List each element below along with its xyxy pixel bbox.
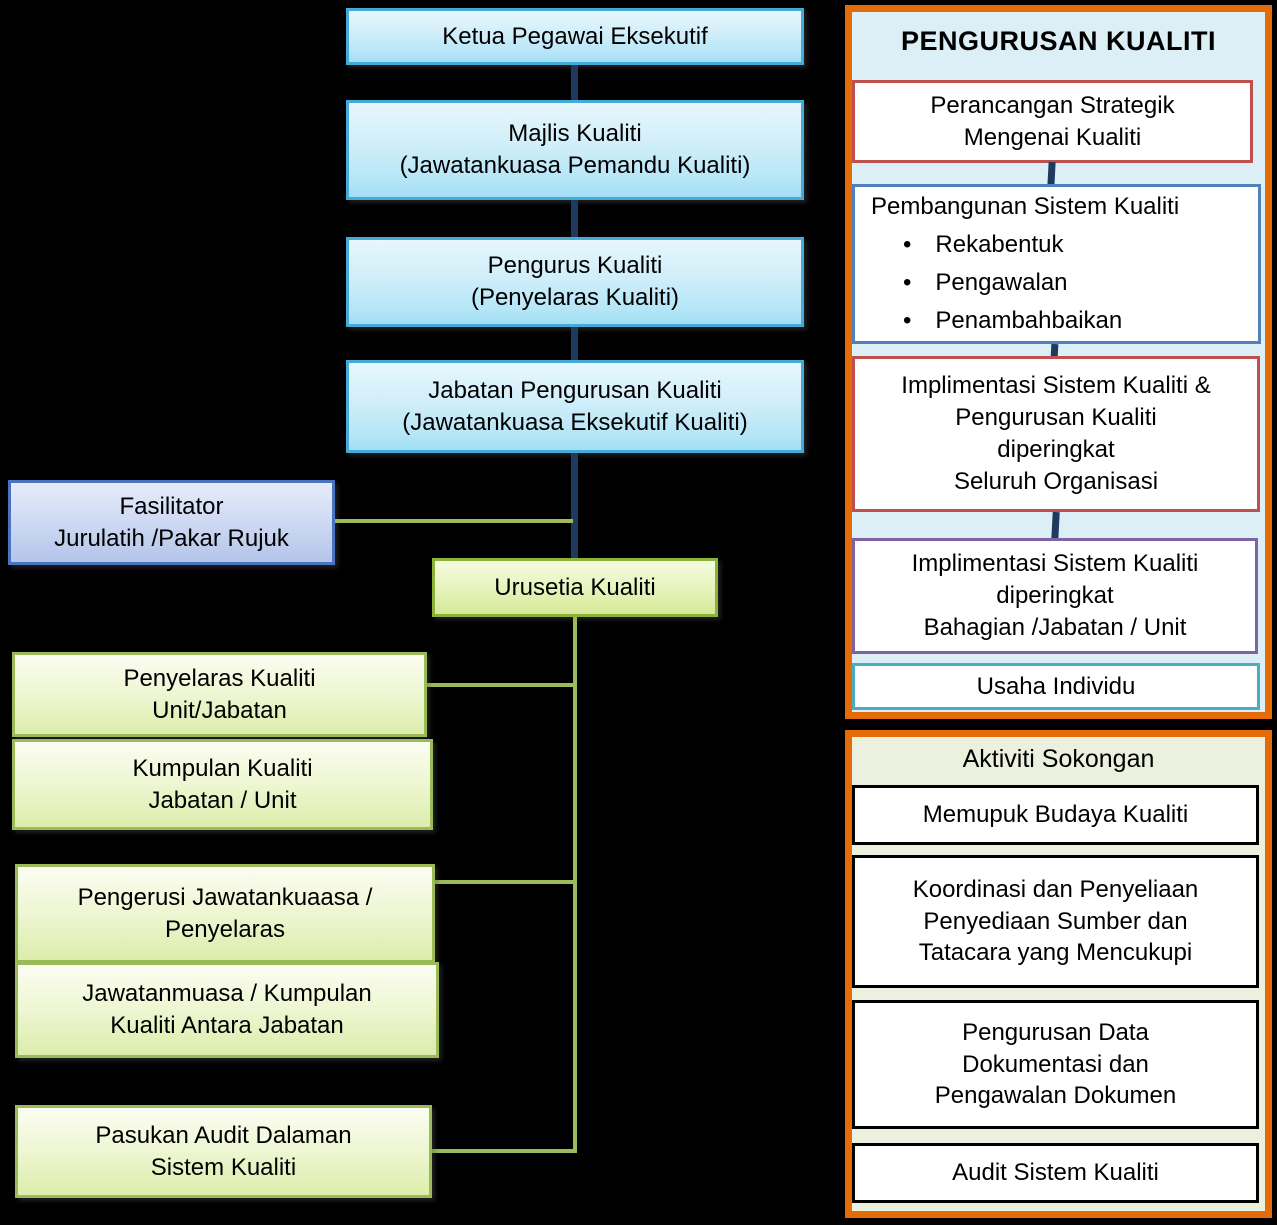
connector-trunk-vertical bbox=[573, 617, 577, 1153]
pembangunan-title: Pembangunan Sistem Kualiti bbox=[871, 193, 1180, 221]
bullet-label: Pengawalan bbox=[935, 269, 1068, 296]
connector-majlis-pengurus bbox=[571, 200, 578, 240]
connector-pengurus-jabatan bbox=[571, 327, 578, 362]
connector-fasilitator-trunk bbox=[335, 519, 573, 523]
bullet-penambahbaikan: • Penambahbaikan bbox=[903, 305, 1122, 337]
connector-implimentasi-bahagian bbox=[1051, 511, 1060, 541]
bullet-label: Penambahbaikan bbox=[935, 306, 1123, 334]
panel-aktiviti-sokongan: Aktiviti Sokongan Memupuk Budaya Kualiti… bbox=[845, 730, 1272, 1218]
box-perancangan-strategik: Perancangan Strategik Mengenai Kualiti bbox=[852, 80, 1253, 163]
panel-title-aktiviti-sokongan: Aktiviti Sokongan bbox=[962, 745, 1155, 773]
box-implimentasi-bahagian-jabatan-unit: Implimentasi Sistem Kualiti diperingkat … bbox=[852, 538, 1258, 654]
box-pengerusi-jawatankuasa: Pengerusi Jawatankuaasa / Penyelaras bbox=[15, 864, 435, 963]
box-jawatankuasa-antara-jabatan: Jawatanmuasa / Kumpulan Kualiti Antara J… bbox=[15, 962, 439, 1058]
box-fasilitator: Fasilitator Jurulatih /Pakar Rujuk bbox=[8, 480, 335, 565]
connector-perancangan-pembangunan bbox=[1047, 161, 1056, 187]
box-kumpulan-kualiti: Kumpulan Kualiti Jabatan / Unit bbox=[12, 739, 433, 830]
box-majlis-kualiti: Majlis Kualiti (Jawatankuasa Pemandu Kua… bbox=[346, 100, 804, 200]
box-koordinasi-penyeliaan: Koordinasi dan Penyeliaan Penyediaan Sum… bbox=[852, 855, 1259, 988]
box-urusetia-kualiti: Urusetia Kualiti bbox=[432, 558, 718, 617]
connector-branch-pengerusi bbox=[435, 880, 575, 884]
box-ketua-pegawai-eksekutif: Ketua Pegawai Eksekutif bbox=[346, 8, 804, 65]
box-pengurusan-data: Pengurusan Data Dokumentasi dan Pengawal… bbox=[852, 1000, 1259, 1129]
connector-branch-penyelaras bbox=[427, 683, 575, 687]
panel-title-pengurusan-kualiti: PENGURUSAN KUALITI bbox=[900, 26, 1216, 56]
bullet-icon: • bbox=[903, 231, 912, 259]
bullet-icon: • bbox=[903, 306, 912, 334]
box-pengurus-kualiti: Pengurus Kualiti (Penyelaras Kualiti) bbox=[346, 237, 804, 327]
bullet-rekabentuk: • Rekabentuk bbox=[903, 229, 1064, 261]
bullet-icon: • bbox=[903, 269, 912, 296]
box-implimentasi-seluruh-organisasi: Implimentasi Sistem Kualiti & Pengurusan… bbox=[852, 356, 1260, 512]
box-usaha-individu: Usaha Individu bbox=[852, 663, 1260, 710]
box-audit-sistem-kualiti: Audit Sistem Kualiti bbox=[852, 1143, 1259, 1203]
bullet-label: Rekabentuk bbox=[935, 231, 1064, 259]
bullet-pengawalan: • Pengawalan bbox=[903, 267, 1068, 299]
box-memupuk-budaya-kualiti: Memupuk Budaya Kualiti bbox=[852, 785, 1259, 845]
connector-branch-pasukan bbox=[432, 1149, 575, 1153]
connector-ketua-majlis bbox=[571, 65, 578, 103]
box-penyelaras-kualiti: Penyelaras Kualiti Unit/Jabatan bbox=[12, 652, 427, 737]
box-jabatan-pengurusan-kualiti: Jabatan Pengurusan Kualiti (Jawatankuasa… bbox=[346, 360, 804, 453]
box-pembangunan-sistem-kualiti: Pembangunan Sistem Kualiti • Rekabentuk … bbox=[852, 184, 1261, 344]
connector-jabatan-urusetia bbox=[571, 453, 578, 559]
panel-pengurusan-kualiti: PENGURUSAN KUALITI Perancangan Strategik… bbox=[845, 5, 1272, 719]
box-pasukan-audit: Pasukan Audit Dalaman Sistem Kualiti bbox=[15, 1105, 432, 1198]
